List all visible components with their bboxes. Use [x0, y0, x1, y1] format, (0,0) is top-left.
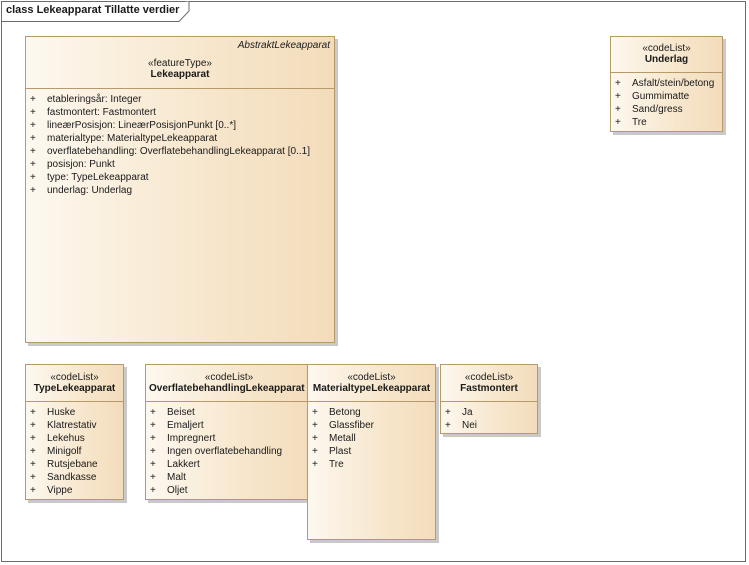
code-value-item[interactable]: +Huske: [30, 407, 76, 418]
class-typelekeapparat-header: «codeList» TypeLekeapparat: [26, 365, 123, 402]
code-value-item[interactable]: +Emaljert: [150, 420, 204, 431]
code-value-item[interactable]: +Beiset: [150, 407, 195, 418]
class-materialtype-header: «codeList» MaterialtypeLekeapparat: [308, 365, 435, 402]
attribute-item[interactable]: +etableringsår: Integer: [30, 94, 142, 105]
class-typelekeapparat-name: TypeLekeapparat: [33, 383, 116, 394]
class-typelekeapparat-stereotype: «codeList»: [50, 372, 99, 383]
class-overflatebehandling-values: +Beiset +Emaljert +Impregnert +Ingen ove…: [146, 402, 310, 497]
class-fastmontert-values: +Ja +Nei: [441, 402, 537, 432]
class-overflatebehandling-stereotype: «codeList»: [204, 372, 254, 383]
attribute-item[interactable]: +fastmontert: Fastmontert: [30, 107, 156, 118]
code-value-item[interactable]: +Impregnert: [150, 433, 216, 444]
code-value-item[interactable]: +Lakkert: [150, 459, 200, 470]
class-underlag-stereotype: «codeList»: [642, 43, 691, 54]
attribute-item[interactable]: +type: TypeLekeapparat: [30, 172, 149, 183]
class-lekeapparat-parent: AbstraktLekeapparat: [237, 40, 330, 51]
class-lekeapparat-attributes: +etableringsår: Integer +fastmontert: Fa…: [26, 89, 334, 197]
class-overflatebehandling-header: «codeList» OverflatebehandlingLekeappara…: [146, 365, 310, 402]
code-value-item[interactable]: +Ingen overflatebehandling: [150, 446, 283, 457]
code-value-item[interactable]: +Oljet: [150, 485, 188, 496]
attribute-item[interactable]: +materialtype: MaterialtypeLekeapparat: [30, 133, 218, 144]
code-value-item[interactable]: +Metall: [312, 433, 356, 444]
class-underlag-values: +Asfalt/stein/betong +Gummimatte +Sand/g…: [611, 73, 722, 129]
attribute-item[interactable]: +overflatebehandling: Overflatebehandlin…: [30, 146, 310, 157]
code-value-item[interactable]: +Vippe: [30, 485, 73, 496]
code-value-item[interactable]: +Gummimatte: [615, 91, 690, 102]
code-value-item[interactable]: +Sand/gress: [615, 104, 683, 115]
code-value-item[interactable]: +Tre: [615, 117, 647, 128]
code-value-item[interactable]: +Klatrestativ: [30, 420, 97, 431]
attribute-item[interactable]: +lineærPosisjon: LineærPosisjonPunkt [0.…: [30, 120, 236, 131]
code-value-item[interactable]: +Malt: [150, 472, 186, 483]
class-fastmontert-header: «codeList» Fastmontert: [441, 365, 537, 402]
class-lekeapparat-header: AbstraktLekeapparat «featureType» Lekeap…: [26, 37, 334, 89]
code-value-item[interactable]: +Asfalt/stein/betong: [615, 78, 715, 89]
code-value-item[interactable]: +Betong: [312, 407, 361, 418]
class-fastmontert-name: Fastmontert: [460, 383, 518, 394]
class-lekeapparat-stereotype: «featureType»: [148, 58, 212, 69]
class-fastmontert[interactable]: «codeList» Fastmontert +Ja +Nei: [440, 364, 538, 434]
class-overflatebehandling[interactable]: «codeList» OverflatebehandlingLekeappara…: [145, 364, 311, 500]
code-value-item[interactable]: +Tre: [312, 459, 344, 470]
class-lekeapparat[interactable]: AbstraktLekeapparat «featureType» Lekeap…: [25, 36, 335, 343]
code-value-item[interactable]: +Glassfiber: [312, 420, 375, 431]
code-value-item[interactable]: +Plast: [312, 446, 352, 457]
frame-tab-outline: [1, 1, 190, 22]
class-underlag[interactable]: «codeList» Underlag +Asfalt/stein/betong…: [610, 36, 723, 132]
class-materialtype[interactable]: «codeList» MaterialtypeLekeapparat +Beto…: [307, 364, 436, 540]
class-materialtype-stereotype: «codeList»: [347, 372, 396, 383]
class-typelekeapparat[interactable]: «codeList» TypeLekeapparat +Huske +Klatr…: [25, 364, 124, 500]
class-materialtype-name: MaterialtypeLekeapparat: [312, 383, 431, 394]
code-value-item[interactable]: +Rutsjebane: [30, 459, 98, 470]
code-value-item[interactable]: +Lekehus: [30, 433, 85, 444]
class-materialtype-values: +Betong +Glassfiber +Metall +Plast +Tre: [308, 402, 435, 471]
code-value-item[interactable]: +Ja: [445, 407, 473, 418]
frame-title: class Lekeapparat Tillatte verdier: [6, 4, 180, 16]
attribute-item[interactable]: +posisjon: Punkt: [30, 159, 115, 170]
class-overflatebehandling-name: OverflatebehandlingLekeapparat: [149, 383, 305, 394]
attribute-item[interactable]: +underlag: Underlag: [30, 185, 133, 196]
class-underlag-name: Underlag: [644, 54, 689, 65]
code-value-item[interactable]: +Minigolf: [30, 446, 82, 457]
class-underlag-header: «codeList» Underlag: [611, 37, 722, 73]
class-typelekeapparat-values: +Huske +Klatrestativ +Lekehus +Minigolf …: [26, 402, 123, 497]
class-lekeapparat-name: Lekeapparat: [150, 69, 210, 80]
code-value-item[interactable]: +Nei: [445, 420, 478, 431]
code-value-item[interactable]: +Sandkasse: [30, 472, 97, 483]
class-fastmontert-stereotype: «codeList»: [464, 372, 514, 383]
